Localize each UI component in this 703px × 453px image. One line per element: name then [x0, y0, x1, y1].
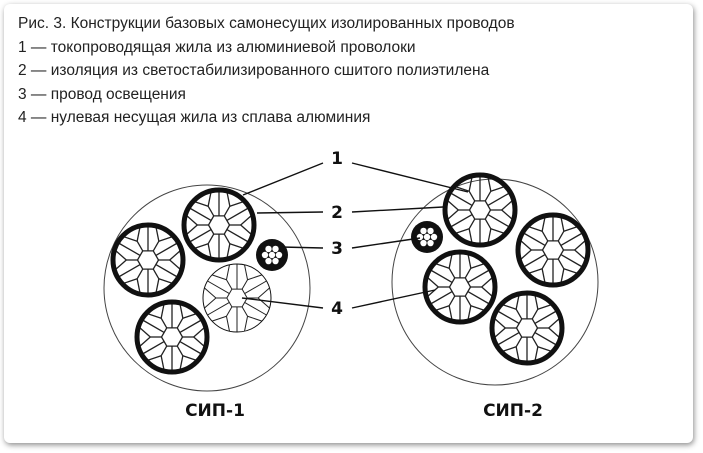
sip2-phase-conductor-2 — [515, 212, 591, 288]
sip2-phase-conductor-4 — [489, 290, 565, 366]
leader-2-left — [256, 211, 324, 214]
sip2-phase-conductor-1 — [442, 172, 518, 248]
leader-4-right — [351, 289, 436, 309]
leader-3-left — [280, 246, 324, 249]
callout-4: 4 — [331, 299, 343, 319]
legend-item-4: 4 — нулевая несущая жила из сплава алюми… — [18, 109, 371, 126]
sip1-sheath — [103, 184, 311, 392]
figure-caption: Рис. 3. Конструкции базовых самонесущих … — [18, 12, 515, 130]
callout-1: 1 — [331, 149, 343, 169]
legend-item-2: 2 — изоляция из светостабилизированного … — [18, 62, 490, 79]
leader-lines — [241, 162, 469, 309]
callout-3: 3 — [331, 239, 343, 259]
legend-item-1: 1 — токопроводящая жила из алюминиевой п… — [18, 38, 416, 56]
sip1-phase-conductor-2 — [110, 222, 186, 298]
leader-1-left — [242, 162, 324, 196]
leader-2-right — [351, 206, 444, 213]
leader-1-right — [351, 162, 469, 193]
leader-3-right — [351, 237, 421, 249]
sip2-phase-conductor-3 — [422, 249, 498, 325]
sip1-lighting-wire — [256, 239, 288, 271]
leader-4-left — [241, 297, 324, 309]
sip1-neutral-core — [202, 263, 272, 333]
cable-label-sip2: СИП-2 — [483, 401, 543, 421]
sip1-phase-conductor-1 — [181, 187, 257, 263]
sip1-phase-conductor-3 — [134, 299, 210, 375]
sip2-lighting-wire — [411, 221, 443, 253]
legend-item-3: 3 — провод освещения — [18, 85, 186, 103]
cable-label-sip1: СИП-1 — [185, 401, 245, 421]
caption-title: Рис. 3. Конструкции базовых самонесущих … — [18, 15, 515, 32]
callout-2: 2 — [331, 203, 343, 223]
